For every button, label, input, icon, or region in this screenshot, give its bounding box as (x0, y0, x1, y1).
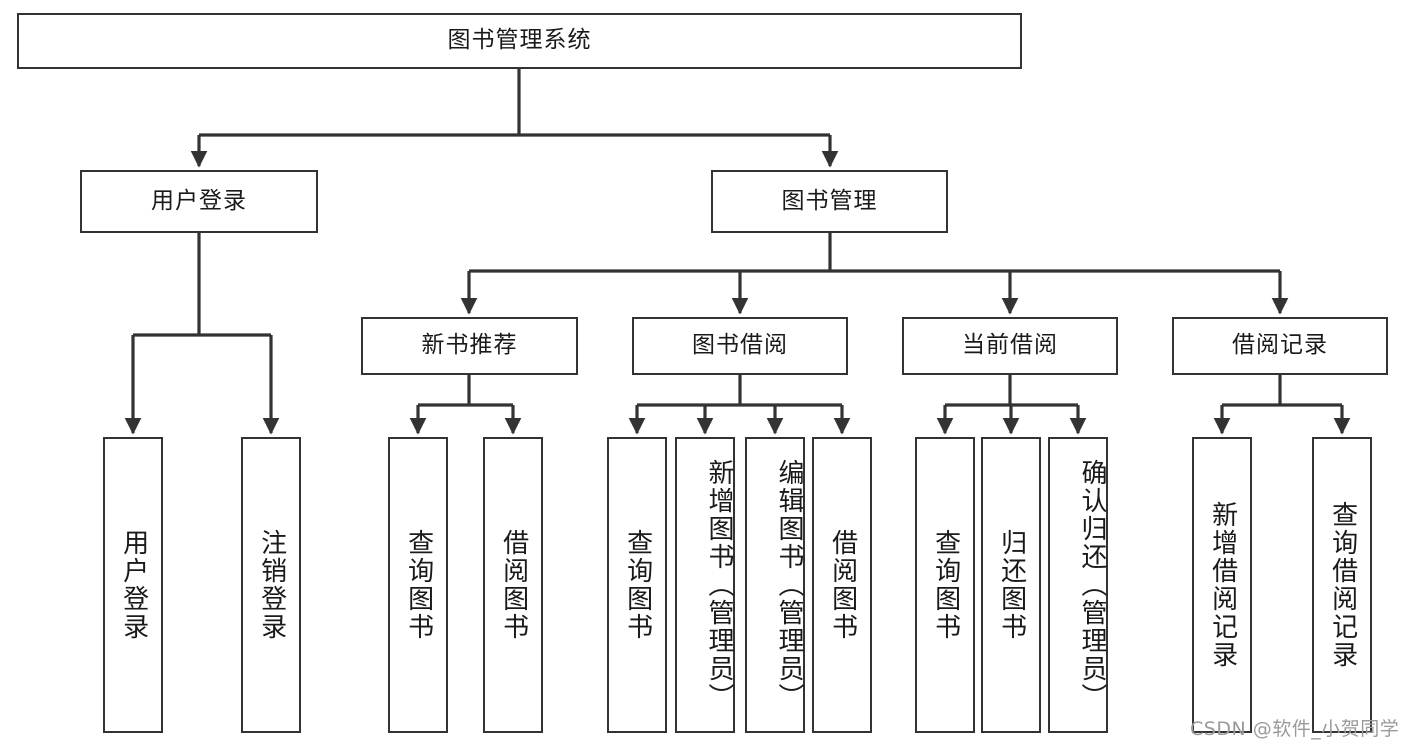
node-root-label: 图书管理系统 (447, 27, 592, 54)
leaf-confirm-return-admin-label: 确认归还（管理员） (1077, 459, 1107, 711)
watermark-text: CSDN @软件_小贺同学 (1190, 718, 1400, 740)
leaf-borrow-books-recommend[interactable]: 借阅图书 (483, 437, 543, 733)
leaf-query-borrow-record-label: 查询借阅记录 (1327, 501, 1358, 669)
leaf-return-books-label: 归还图书 (996, 529, 1027, 641)
node-current-borrow[interactable]: 当前借阅 (902, 317, 1118, 375)
leaf-add-book-admin[interactable]: 新增图书（管理员） (675, 437, 735, 733)
leaf-add-book-admin-label: 新增图书（管理员） (704, 459, 734, 711)
leaf-user-login-label: 用户登录 (118, 529, 149, 641)
leaf-borrow-books-label: 借阅图书 (827, 529, 858, 641)
node-root[interactable]: 图书管理系统 (17, 13, 1022, 69)
node-borrow-records-label: 借阅记录 (1232, 332, 1328, 359)
leaf-confirm-return-admin[interactable]: 确认归还（管理员） (1048, 437, 1108, 733)
leaf-add-borrow-record-label: 新增借阅记录 (1207, 501, 1238, 669)
node-book-borrow[interactable]: 图书借阅 (632, 317, 848, 375)
node-new-book-recommend-label: 新书推荐 (421, 332, 518, 359)
node-book-management-label: 图书管理 (781, 187, 878, 214)
node-borrow-records[interactable]: 借阅记录 (1172, 317, 1388, 375)
leaf-query-books-borrow-label: 查询图书 (622, 529, 653, 641)
leaf-query-books-current[interactable]: 查询图书 (915, 437, 975, 733)
leaf-borrow-books[interactable]: 借阅图书 (812, 437, 872, 733)
node-book-borrow-label: 图书借阅 (692, 332, 788, 359)
leaf-query-books-borrow[interactable]: 查询图书 (607, 437, 667, 733)
leaf-query-books-recommend-label: 查询图书 (403, 529, 434, 641)
leaf-query-books-current-label: 查询图书 (930, 529, 961, 641)
leaf-edit-book-admin[interactable]: 编辑图书（管理员） (745, 437, 805, 733)
leaf-edit-book-admin-label: 编辑图书（管理员） (774, 459, 804, 711)
node-user-login[interactable]: 用户登录 (80, 170, 318, 233)
node-current-borrow-label: 当前借阅 (962, 332, 1058, 359)
node-user-login-label: 用户登录 (151, 187, 247, 214)
leaf-add-borrow-record[interactable]: 新增借阅记录 (1192, 437, 1252, 733)
leaf-borrow-books-recommend-label: 借阅图书 (498, 529, 529, 641)
leaf-user-login[interactable]: 用户登录 (103, 437, 163, 733)
leaf-logout-login-label: 注销登录 (256, 529, 287, 641)
leaf-return-books[interactable]: 归还图书 (981, 437, 1041, 733)
leaf-query-books-recommend[interactable]: 查询图书 (388, 437, 448, 733)
node-book-management[interactable]: 图书管理 (711, 170, 948, 233)
leaf-query-borrow-record[interactable]: 查询借阅记录 (1312, 437, 1372, 733)
node-new-book-recommend[interactable]: 新书推荐 (361, 317, 578, 375)
leaf-logout-login[interactable]: 注销登录 (241, 437, 301, 733)
